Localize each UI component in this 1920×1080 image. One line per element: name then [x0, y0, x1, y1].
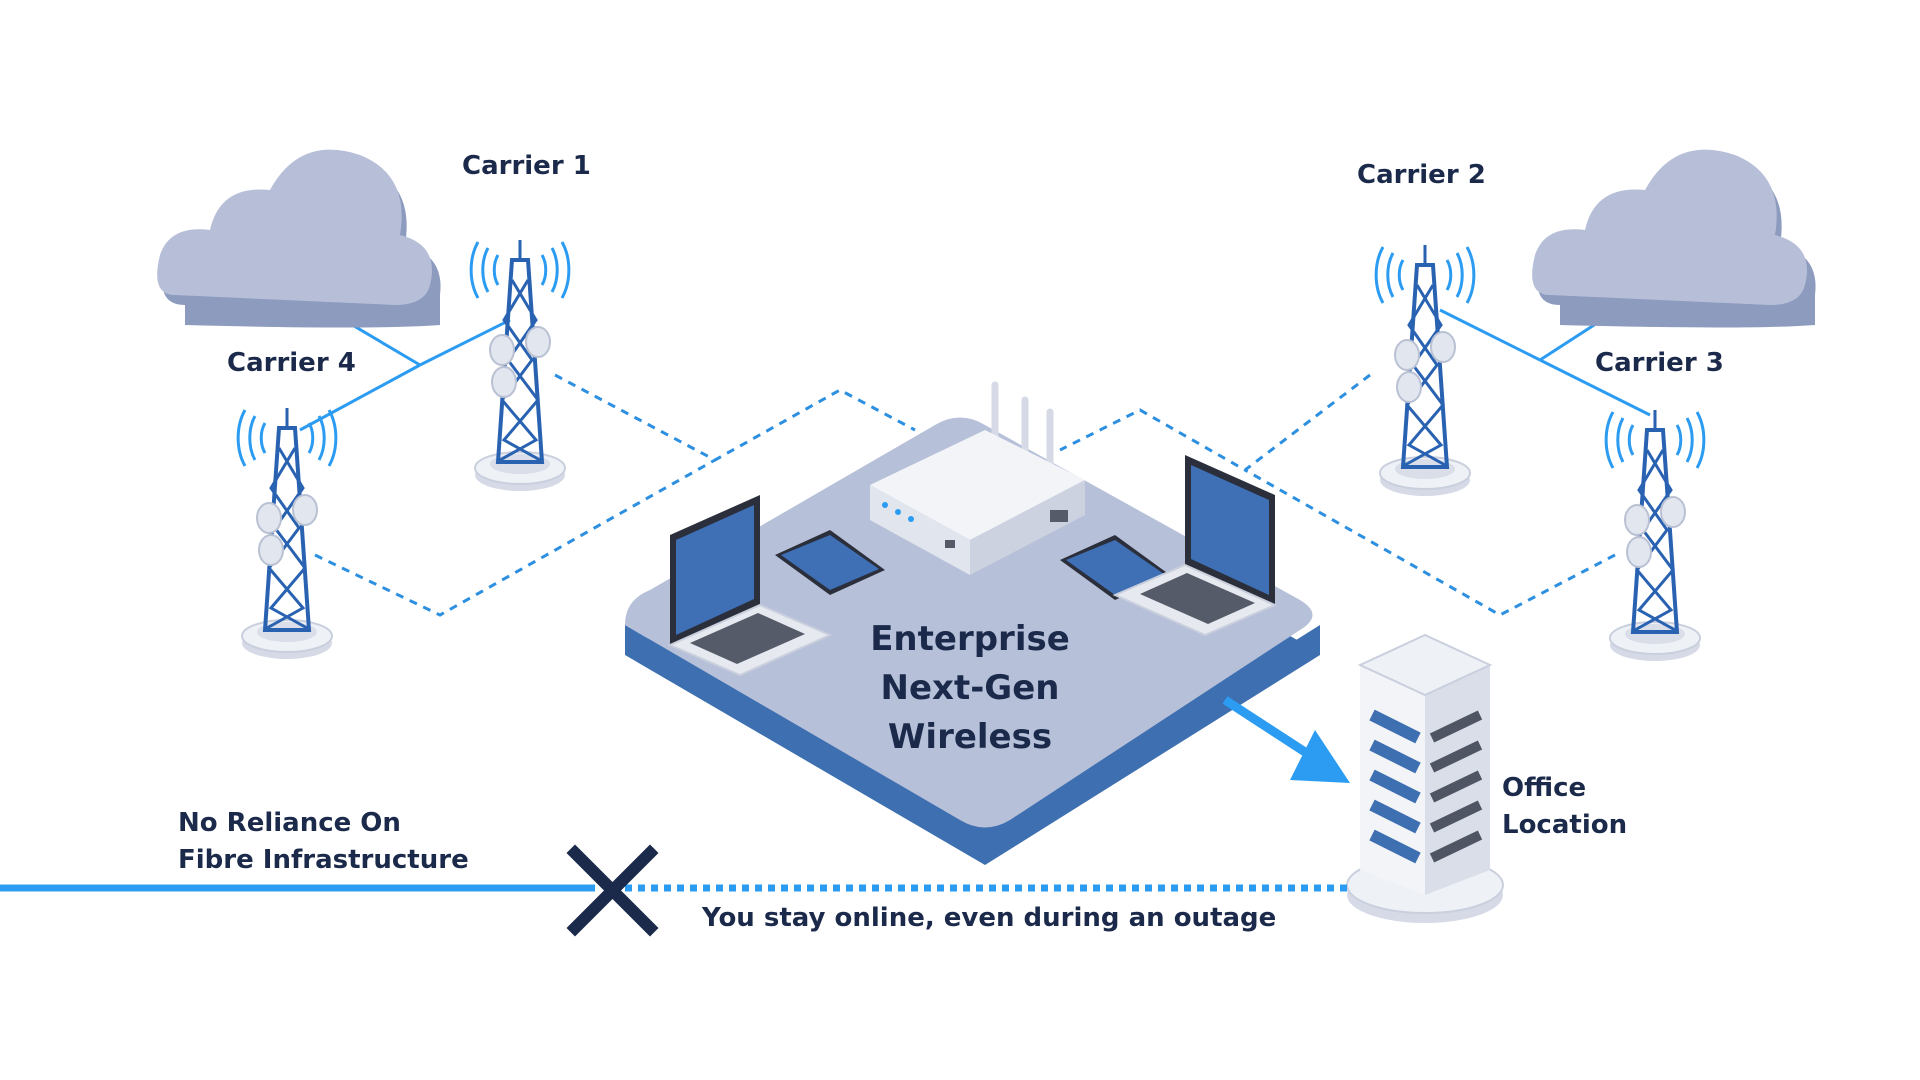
carrier-3-label: Carrier 3 [1595, 348, 1724, 378]
wireless-paths [314, 373, 1616, 617]
tower-carrier-2-icon [1374, 243, 1476, 498]
tower-carrier-1-icon [469, 238, 571, 493]
office-label-line-2: Location [1502, 810, 1628, 840]
carrier-4-label: Carrier 4 [227, 348, 356, 378]
office-label: Office Location [1502, 770, 1627, 844]
outage-caption: You stay online, even during an outage [702, 903, 1277, 933]
fibre-label-line-2: Fibre Infrastructure [178, 845, 469, 875]
router-icon [870, 381, 1085, 575]
fibre-label-line-1: No Reliance On [178, 808, 401, 838]
fibre-label: No Reliance On Fibre Infrastructure [178, 805, 469, 879]
hub-title-line-1: Enterprise [870, 619, 1070, 659]
hub-title: Enterprise Next-Gen Wireless [820, 615, 1120, 762]
carrier-1-label: Carrier 1 [462, 151, 591, 181]
tower-carrier-4-icon [236, 406, 338, 661]
tower-carrier-3-icon [1604, 408, 1706, 663]
hub-title-line-3: Wireless [887, 717, 1053, 757]
hub-title-line-2: Next-Gen [880, 668, 1060, 708]
carrier-2-label: Carrier 2 [1357, 160, 1486, 190]
office-label-line-1: Office [1502, 773, 1587, 803]
cloud-left-icon [157, 149, 441, 328]
cloud-right-icon [1532, 149, 1816, 328]
arrow-to-office-icon [1222, 696, 1350, 783]
office-building-icon [1346, 633, 1504, 923]
outage-cross-icon [566, 844, 659, 937]
